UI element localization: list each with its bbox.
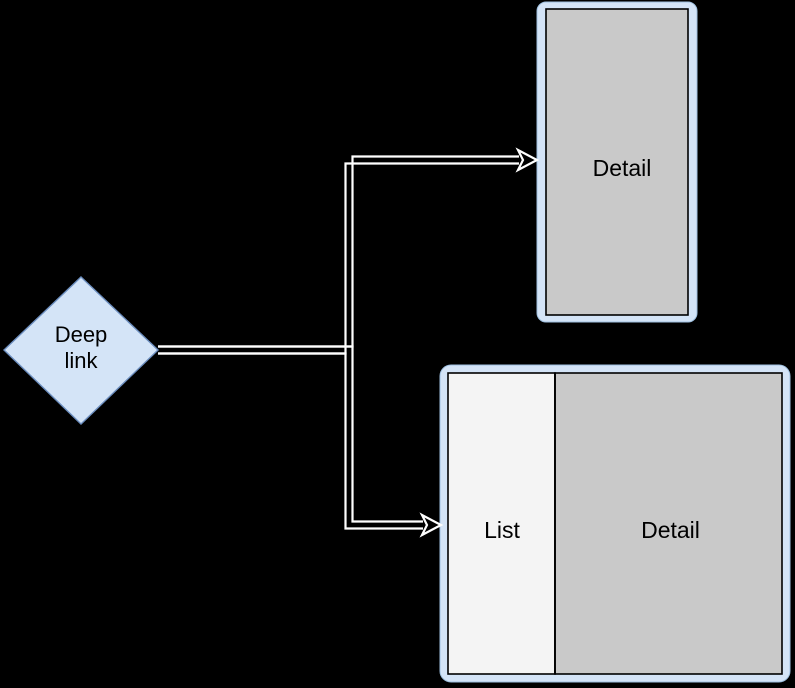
detail-only-window[interactable] <box>536 1 698 323</box>
edge-to-detail-only-arrowhead <box>515 147 540 173</box>
edge-to-detail-only[interactable] <box>158 147 540 355</box>
edge-to-list-detail[interactable] <box>158 345 444 538</box>
list-detail-window[interactable] <box>439 364 791 683</box>
detail-only-window-panel <box>545 8 689 316</box>
detail-panel <box>554 372 783 675</box>
edge-to-list-detail-arrowhead <box>419 512 444 538</box>
edge-to-list-detail-line <box>158 345 423 530</box>
deep-link-node[interactable] <box>2 276 160 425</box>
edge-to-detail-only-line <box>158 155 519 355</box>
deep-link-diamond <box>2 276 160 425</box>
list-panel <box>447 372 556 675</box>
